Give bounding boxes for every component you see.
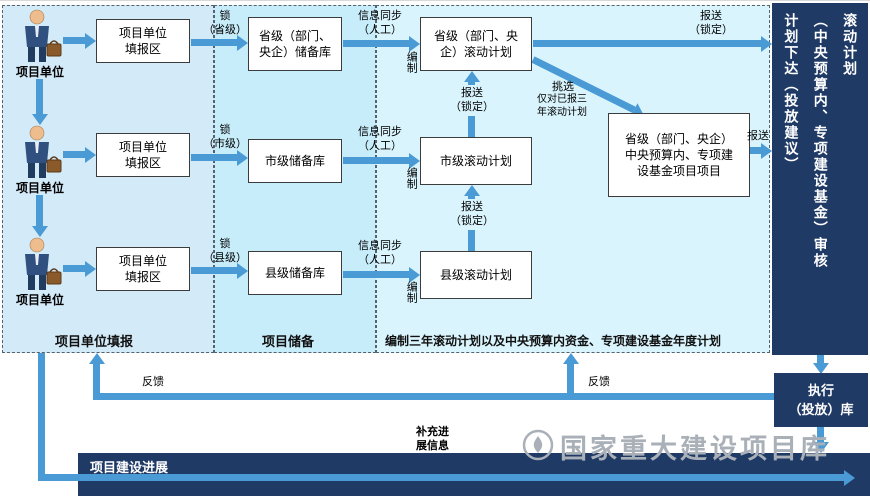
supplement-label: 补充进 展信息 bbox=[416, 426, 449, 453]
lock-provincial-label: 锁 （省级） bbox=[203, 10, 247, 37]
arrow-reserve2-to-plan2 bbox=[343, 157, 409, 164]
arrow-fill1-to-reserve1 bbox=[191, 39, 237, 46]
supplement-line-vertical bbox=[38, 353, 45, 481]
sync-label-2: 信息同步 （人工） bbox=[358, 126, 402, 153]
project-unit-label-3: 项目单位 bbox=[15, 293, 64, 307]
region-filling-label: 项目单位填报 bbox=[55, 334, 134, 349]
arrow-fill3-to-reserve3 bbox=[191, 267, 237, 274]
region-planning-label: 编制三年滚动计划以及中央预算内资金、专项建设基金年度计划 bbox=[385, 334, 722, 348]
arrow-execdb-to-progress bbox=[817, 427, 824, 442]
progress-bar-label: 项目建设进展 bbox=[90, 460, 169, 475]
arrow-unit2-to-unit3 bbox=[36, 195, 43, 226]
sync-label-1: 信息同步 （人工） bbox=[358, 10, 402, 37]
arrow-reserve3-to-plan3 bbox=[343, 271, 409, 278]
watermark-text: 国家重大建设项目库 bbox=[560, 434, 830, 464]
region-reserve-label: 项目储备 bbox=[262, 334, 315, 349]
submit-lock-label-top: 报送 （锁定） bbox=[689, 10, 733, 37]
supplement-line-horizontal bbox=[38, 474, 844, 481]
project-unit-icon-2 bbox=[16, 125, 64, 184]
provincial-plan-box: 省级（部门、央 企）滚动计划 bbox=[420, 17, 532, 71]
arrow-centralfund-to-review bbox=[750, 147, 761, 154]
arrow-review-to-execdb bbox=[817, 355, 824, 363]
feedback-label-right: 反馈 bbox=[588, 376, 610, 388]
arrow-reserve1-to-plan1 bbox=[343, 40, 409, 47]
compile-label-1: 编制 bbox=[405, 51, 418, 73]
central-fund-project-box: 省级（部门、央企） 中央预算内、专项建 设基金项目项目 bbox=[608, 113, 750, 197]
compile-label-2: 编制 bbox=[405, 167, 418, 189]
arrow-unit2-to-fill2 bbox=[63, 151, 85, 158]
arrow-feedback-to-planning bbox=[567, 364, 574, 400]
county-reserve-box: 县级储备库 bbox=[248, 251, 342, 295]
fill-area-box-3: 项目单位 填报区 bbox=[96, 247, 190, 291]
arrow-unit3-to-fill3 bbox=[63, 265, 85, 272]
pick-note-label: 仅对已报三 年滚动计划 bbox=[537, 94, 587, 118]
city-plan-box: 市级滚动计划 bbox=[420, 137, 532, 185]
arrow-provplan-to-review bbox=[533, 40, 761, 47]
submit-lock-label-low: 报送 （锁定） bbox=[444, 199, 500, 230]
feedback-line bbox=[96, 393, 774, 400]
arrow-unit1-to-unit2 bbox=[36, 79, 43, 114]
region-project-unit-filling bbox=[2, 5, 214, 353]
compile-label-3: 编制 bbox=[405, 281, 418, 303]
arrow-unit1-to-fill1 bbox=[63, 37, 85, 44]
lock-city-label: 锁 （市级） bbox=[203, 124, 247, 151]
fill-area-box-2: 项目单位 填报区 bbox=[96, 133, 190, 177]
arrow-feedback-to-filling bbox=[93, 364, 100, 400]
project-unit-label-1: 项目单位 bbox=[15, 65, 64, 79]
execution-db-box: 执行 （投放）库 bbox=[774, 373, 868, 427]
arrow-fill2-to-reserve2 bbox=[191, 154, 237, 161]
project-unit-icon-1 bbox=[16, 9, 64, 68]
watermark-logo-icon bbox=[522, 429, 554, 466]
county-plan-box: 县级滚动计划 bbox=[420, 251, 532, 299]
pick-label: 挑选 bbox=[552, 81, 574, 93]
project-unit-icon-3 bbox=[16, 237, 64, 296]
review-bar: 滚动计划 （中央预算内、专项建设基金）审核 计划下达（投放建议） bbox=[772, 3, 868, 355]
city-reserve-box: 市级储备库 bbox=[248, 139, 342, 183]
project-unit-label-2: 项目单位 bbox=[15, 181, 64, 195]
fill-area-box-1: 项目单位 填报区 bbox=[96, 19, 190, 63]
submit-label: 报送 bbox=[747, 130, 769, 142]
submit-lock-label-mid: 报送 （锁定） bbox=[444, 85, 500, 116]
lock-county-label: 锁 （县级） bbox=[203, 238, 247, 265]
review-bar-text: 滚动计划 （中央预算内、专项建设基金）审核 计划下达（投放建议） bbox=[783, 13, 859, 269]
provincial-reserve-box: 省级（部门、 央企）储备库 bbox=[248, 17, 342, 71]
feedback-label-left: 反馈 bbox=[142, 376, 164, 388]
sync-label-3: 信息同步 （人工） bbox=[358, 240, 402, 267]
